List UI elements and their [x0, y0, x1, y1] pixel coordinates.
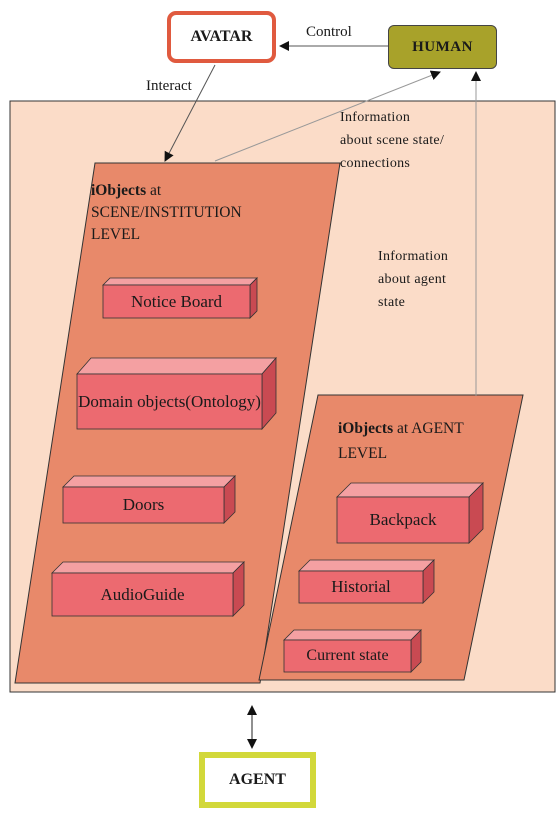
backpack-block — [336, 482, 484, 544]
scene-info-line-3: connections — [340, 156, 411, 171]
agent-info-label: Information about agent state — [378, 245, 448, 314]
control-label: Control — [306, 24, 352, 40]
agent-node: AGENT — [199, 752, 316, 808]
historial-label: Historial — [331, 577, 391, 596]
interact-label: Interact — [146, 78, 192, 94]
scene-title-line-1: SCENE/INSTITUTION — [91, 204, 242, 221]
notice-board-label: Notice Board — [130, 291, 223, 311]
scene-panel-title: iObjects at SCENE/INSTITUTION LEVEL — [91, 180, 242, 246]
agent-title-bold: iObjects — [338, 420, 394, 437]
scene-title-bold: iObjects — [91, 182, 147, 199]
scene-info-line-2: about scene state/ — [340, 133, 445, 148]
avatar-node: AVATAR — [167, 11, 276, 63]
audioguide-label: AudioGuide — [100, 584, 185, 604]
domain-objects-block — [76, 356, 277, 431]
agent-info-line-2: about agent — [378, 272, 447, 287]
doors-block — [62, 475, 236, 524]
backpack-label: Backpack — [369, 510, 437, 529]
current-state-label: Current state — [306, 647, 389, 664]
domain-objects-label: Domain objects(Ontology) — [78, 391, 261, 411]
notice-board-block — [102, 277, 258, 319]
scene-title-rest: at — [146, 182, 162, 199]
agent-info-line-3: state — [378, 295, 406, 310]
agent-panel-title: iObjects at AGENT LEVEL — [338, 416, 464, 466]
historial-block — [298, 559, 435, 604]
scene-title-line-2: LEVEL — [91, 226, 141, 243]
scene-info-arrow — [214, 70, 441, 162]
agent-info-line-1: Information — [378, 249, 449, 264]
interact-arrow — [164, 64, 216, 162]
audioguide-block — [51, 561, 245, 617]
scene-info-line-1: Information — [340, 110, 411, 125]
scene-info-label: Information about scene state/ connectio… — [340, 106, 444, 175]
agent-title-rest: at AGENT — [393, 420, 464, 437]
agent-label: AGENT — [229, 771, 286, 788]
avatar-label: AVATAR — [190, 28, 253, 45]
current-state-block — [283, 629, 422, 673]
human-label: HUMAN — [412, 38, 473, 55]
agent-title-line-2: LEVEL — [338, 445, 388, 462]
doors-label: Doors — [122, 495, 165, 514]
human-node: HUMAN — [388, 25, 497, 69]
